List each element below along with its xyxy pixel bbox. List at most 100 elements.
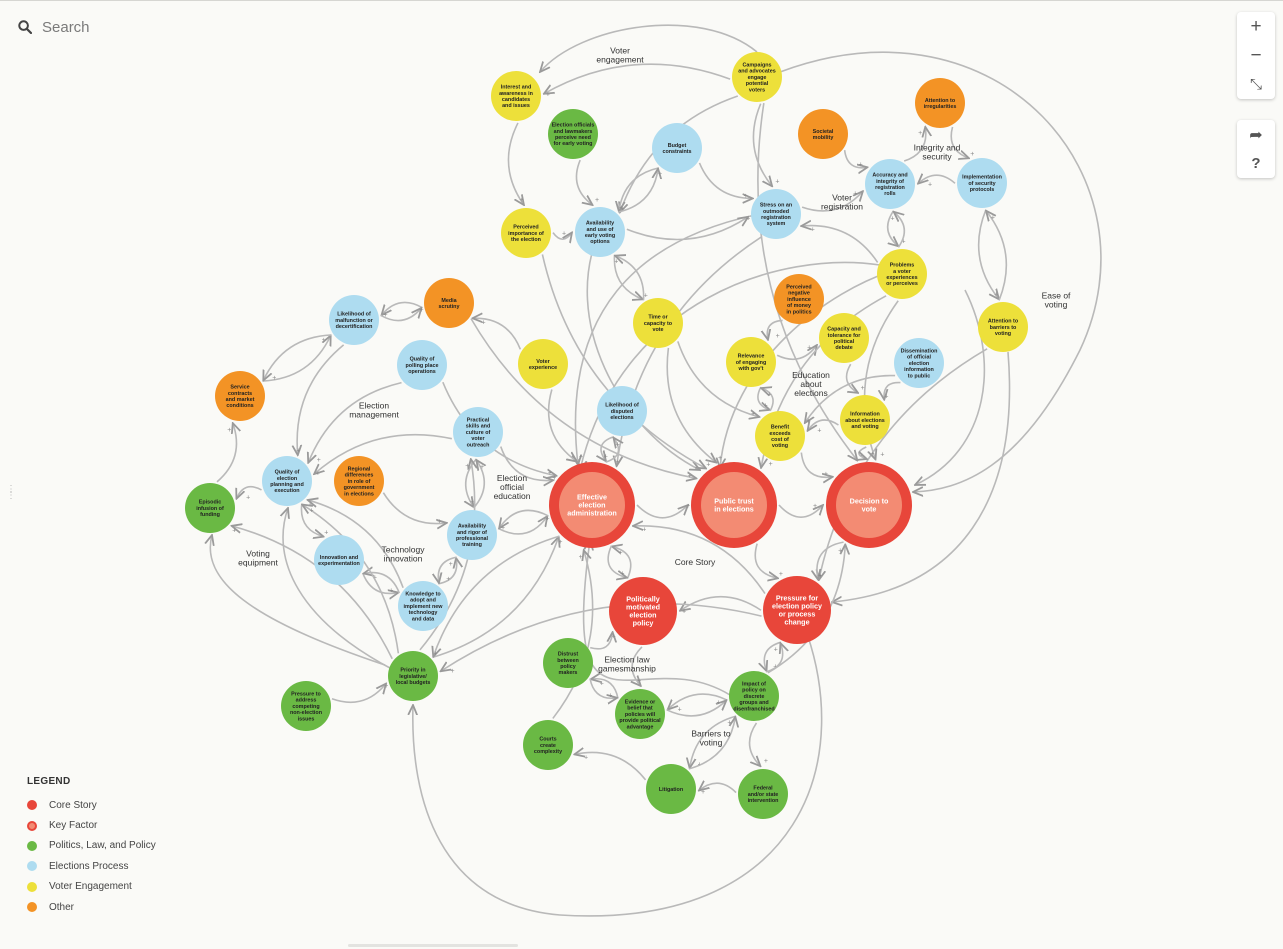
edge — [832, 351, 1011, 602]
edge — [574, 752, 647, 781]
legend-item-key: Key Factor — [27, 815, 227, 835]
drag-handle[interactable]: ⋮⋮ — [6, 484, 16, 501]
edge-polarity: + — [309, 508, 313, 515]
loop-label: Core Story — [675, 557, 716, 567]
edge-polarity: + — [859, 162, 863, 169]
edge-polarity: + — [642, 527, 646, 534]
node-litigation[interactable]: Litigation — [646, 764, 696, 814]
edge — [308, 381, 402, 463]
edge-polarity: + — [811, 227, 815, 234]
search-input[interactable]: Search — [42, 18, 90, 36]
help-button[interactable]: ? — [1251, 155, 1261, 172]
fit-screen-button[interactable]: ⤡ — [1249, 76, 1262, 93]
edge — [626, 217, 748, 241]
legend-label: Politics, Law, and Policy — [49, 840, 156, 852]
edge — [817, 541, 844, 579]
edge-polarity: + — [637, 678, 641, 685]
edge — [283, 508, 391, 669]
share-button[interactable]: ➦ — [1249, 126, 1263, 144]
edge-polarity: + — [767, 392, 771, 399]
edge — [680, 595, 762, 611]
edge-polarity: + — [470, 499, 474, 506]
node-label: Litigation — [659, 787, 683, 793]
edge-polarity: + — [451, 668, 455, 675]
zoom-in-button[interactable]: + — [1250, 15, 1262, 37]
edge-polarity: + — [465, 463, 469, 470]
edge-polarity: + — [774, 646, 778, 653]
zoom-out-button[interactable]: − — [1250, 44, 1262, 66]
edge-polarity: + — [614, 259, 618, 266]
legend-swatch — [27, 902, 37, 913]
edge-polarity: + — [806, 418, 810, 425]
horizontal-scrollbar[interactable] — [348, 944, 518, 947]
legend-swatch — [27, 800, 37, 811]
edge — [918, 175, 956, 183]
edge-polarity: + — [880, 452, 884, 459]
edge — [552, 550, 594, 719]
search-bar[interactable]: Search — [18, 14, 278, 40]
legend-swatch — [27, 881, 37, 892]
